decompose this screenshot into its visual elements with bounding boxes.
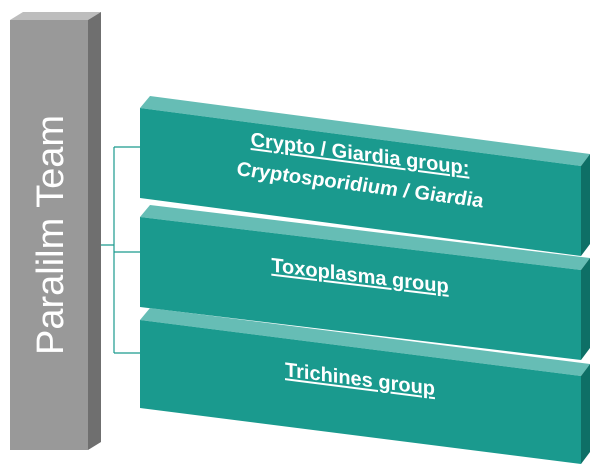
group-box-toxoplasma: Toxoplasma group: [140, 205, 590, 360]
group-2-front: [140, 217, 581, 360]
team-name: Paralilm Team: [30, 115, 72, 355]
group-3-front: [140, 320, 581, 464]
group-1-top: [140, 96, 590, 166]
pillar-front: [10, 20, 88, 450]
group-1-front: [140, 108, 581, 256]
group-3-top: [140, 308, 590, 376]
pillar-top: [10, 12, 101, 20]
group-box-crypto-giardia: Crypto / Giardia group: Cryptosporidium …: [140, 96, 590, 256]
group-2-top: [140, 205, 590, 270]
connector-bracket: [90, 146, 140, 354]
group-2-side: [581, 258, 590, 360]
group-1-side: [581, 154, 590, 256]
pillar-side: [88, 12, 101, 450]
group-3-side: [581, 364, 590, 464]
group-box-trichines: Trichines group: [140, 308, 590, 464]
team-pillar: Paralilm Team: [10, 12, 101, 450]
